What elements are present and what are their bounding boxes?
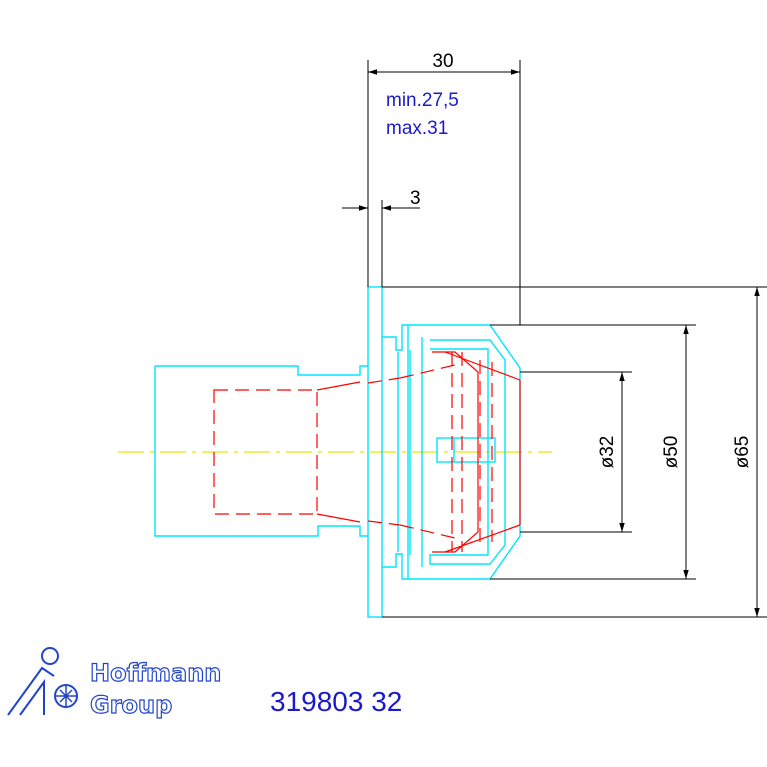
dim-30-label: 30 bbox=[432, 51, 453, 72]
logo-line2: Group bbox=[90, 691, 172, 719]
dimension-lines bbox=[342, 60, 767, 618]
dim-dia32-label: ø32 bbox=[597, 436, 618, 469]
max-note: max.31 bbox=[386, 118, 448, 139]
hoffmann-group-figure-icon bbox=[7, 647, 78, 716]
min-note: min.27,5 bbox=[386, 90, 459, 111]
dim-dia65-label: ø65 bbox=[732, 436, 753, 469]
logo-line1: Hoffmann bbox=[90, 659, 221, 687]
hidden-lines bbox=[213, 351, 521, 553]
part-number: 319803 32 bbox=[270, 686, 402, 717]
dim-3-label: 3 bbox=[410, 188, 421, 209]
dim-dia50-label: ø50 bbox=[661, 436, 682, 469]
